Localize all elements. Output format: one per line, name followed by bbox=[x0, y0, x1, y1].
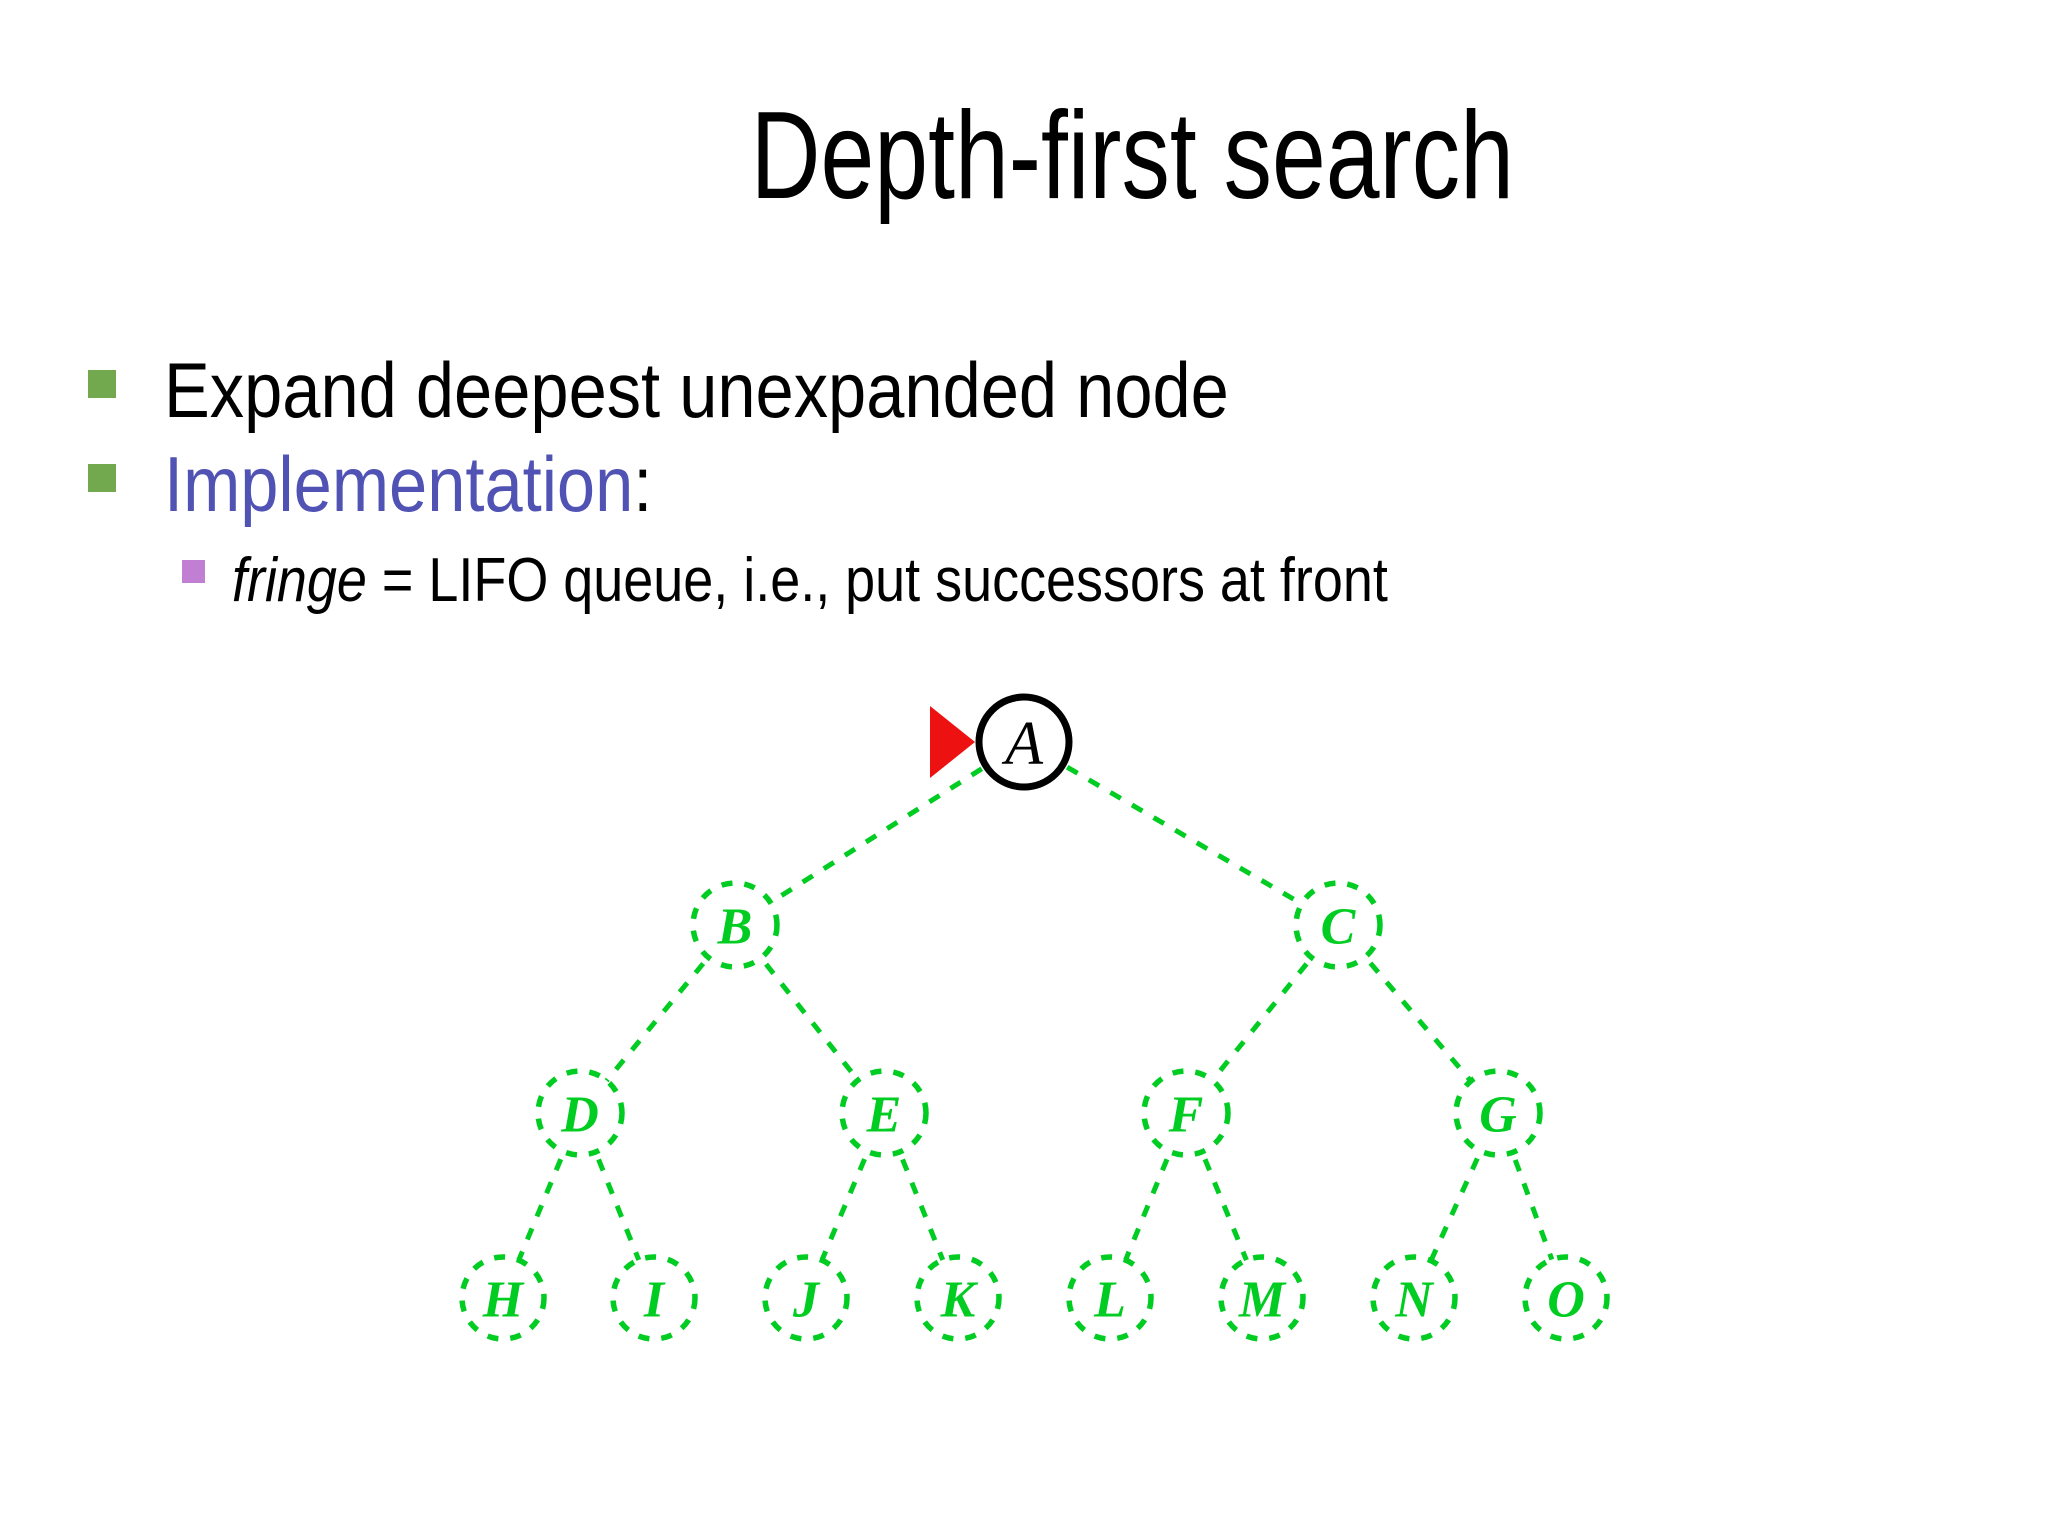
sub-bullet-item-fringe: fringe = LIFO queue, i.e., put successor… bbox=[182, 545, 1561, 616]
tree-node-label-K: K bbox=[940, 1272, 979, 1329]
tree-node-F: F bbox=[1141, 1068, 1231, 1158]
tree-node-circle-H bbox=[459, 1254, 547, 1342]
tree-node-label-D: D bbox=[560, 1087, 599, 1144]
tree-node-circle-A bbox=[975, 693, 1073, 791]
tree-node-G: G bbox=[1453, 1068, 1543, 1158]
tree-node-label-A: A bbox=[1001, 710, 1044, 778]
tree-node-circle-D bbox=[535, 1068, 625, 1158]
page-title: Depth-first search bbox=[0, 94, 2048, 218]
tree-node-circle-M bbox=[1218, 1254, 1306, 1342]
tree-node-label-L: L bbox=[1093, 1272, 1126, 1329]
tree-node-L: L bbox=[1066, 1254, 1154, 1342]
tree-node-circle-F bbox=[1141, 1068, 1231, 1158]
sub-bullet-square-icon bbox=[182, 560, 205, 583]
bullet-text-expand: Expand deepest unexpanded node bbox=[164, 346, 1229, 434]
tree-node-circle-B bbox=[690, 880, 780, 970]
tree-node-circle-O bbox=[1522, 1254, 1610, 1342]
sub-bullet-text-fringe: fringe = LIFO queue, i.e., put successor… bbox=[232, 545, 1388, 616]
implementation-highlight-text: Implementation bbox=[164, 440, 634, 528]
bullet-square-icon bbox=[88, 464, 116, 492]
tree-node-label-F: F bbox=[1168, 1087, 1204, 1144]
current-node-pointer-icon bbox=[930, 706, 975, 778]
page-title-text: Depth-first search bbox=[750, 87, 1514, 225]
bullet-text-implementation: Implementation: bbox=[164, 440, 652, 530]
bullet-square-icon bbox=[88, 370, 116, 398]
tree-node-label-G: G bbox=[1479, 1087, 1517, 1144]
tree-node-M: M bbox=[1218, 1254, 1306, 1342]
tree-node-E: E bbox=[839, 1068, 929, 1158]
tree-node-label-O: O bbox=[1547, 1272, 1585, 1329]
tree-node-circle-C bbox=[1293, 880, 1383, 970]
bullet-item-expand: Expand deepest unexpanded node bbox=[88, 346, 1374, 436]
tree-node-label-E: E bbox=[866, 1087, 902, 1144]
tree-node-circle-J bbox=[762, 1254, 850, 1342]
tree-node-N: N bbox=[1370, 1254, 1458, 1342]
tree-node-label-I: I bbox=[643, 1272, 666, 1329]
fringe-rest-text: = LIFO queue, i.e., put successors at fr… bbox=[366, 546, 1388, 615]
tree-node-label-M: M bbox=[1238, 1272, 1287, 1329]
tree-node-label-J: J bbox=[792, 1272, 821, 1329]
tree-node-O: O bbox=[1522, 1254, 1610, 1342]
tree-node-label-N: N bbox=[1394, 1272, 1435, 1329]
implementation-colon-text: : bbox=[633, 440, 653, 528]
tree-node-circle-I bbox=[610, 1254, 698, 1342]
tree-node-circle-N bbox=[1370, 1254, 1458, 1342]
tree-node-A: A bbox=[975, 693, 1073, 791]
tree-node-label-C: C bbox=[1321, 899, 1357, 956]
tree-node-D: D bbox=[535, 1068, 625, 1158]
tree-node-circle-E bbox=[839, 1068, 929, 1158]
tree-node-K: K bbox=[914, 1254, 1002, 1342]
tree-node-B: B bbox=[690, 880, 780, 970]
bullet-item-implementation: Implementation: bbox=[88, 440, 719, 530]
tree-node-circle-L bbox=[1066, 1254, 1154, 1342]
fringe-italic-text: fringe bbox=[232, 546, 367, 615]
tree-node-J: J bbox=[762, 1254, 850, 1342]
tree-node-circle-K bbox=[914, 1254, 1002, 1342]
tree-edge-A-B bbox=[733, 739, 1026, 928]
tree-node-H: H bbox=[459, 1254, 547, 1342]
tree-node-I: I bbox=[610, 1254, 698, 1342]
tree-node-circle-G bbox=[1453, 1068, 1543, 1158]
tree-node-label-H: H bbox=[482, 1272, 525, 1329]
tree-node-C: C bbox=[1293, 880, 1383, 970]
tree-node-label-B: B bbox=[717, 899, 753, 956]
tree-edge-A-C bbox=[1022, 739, 1340, 928]
